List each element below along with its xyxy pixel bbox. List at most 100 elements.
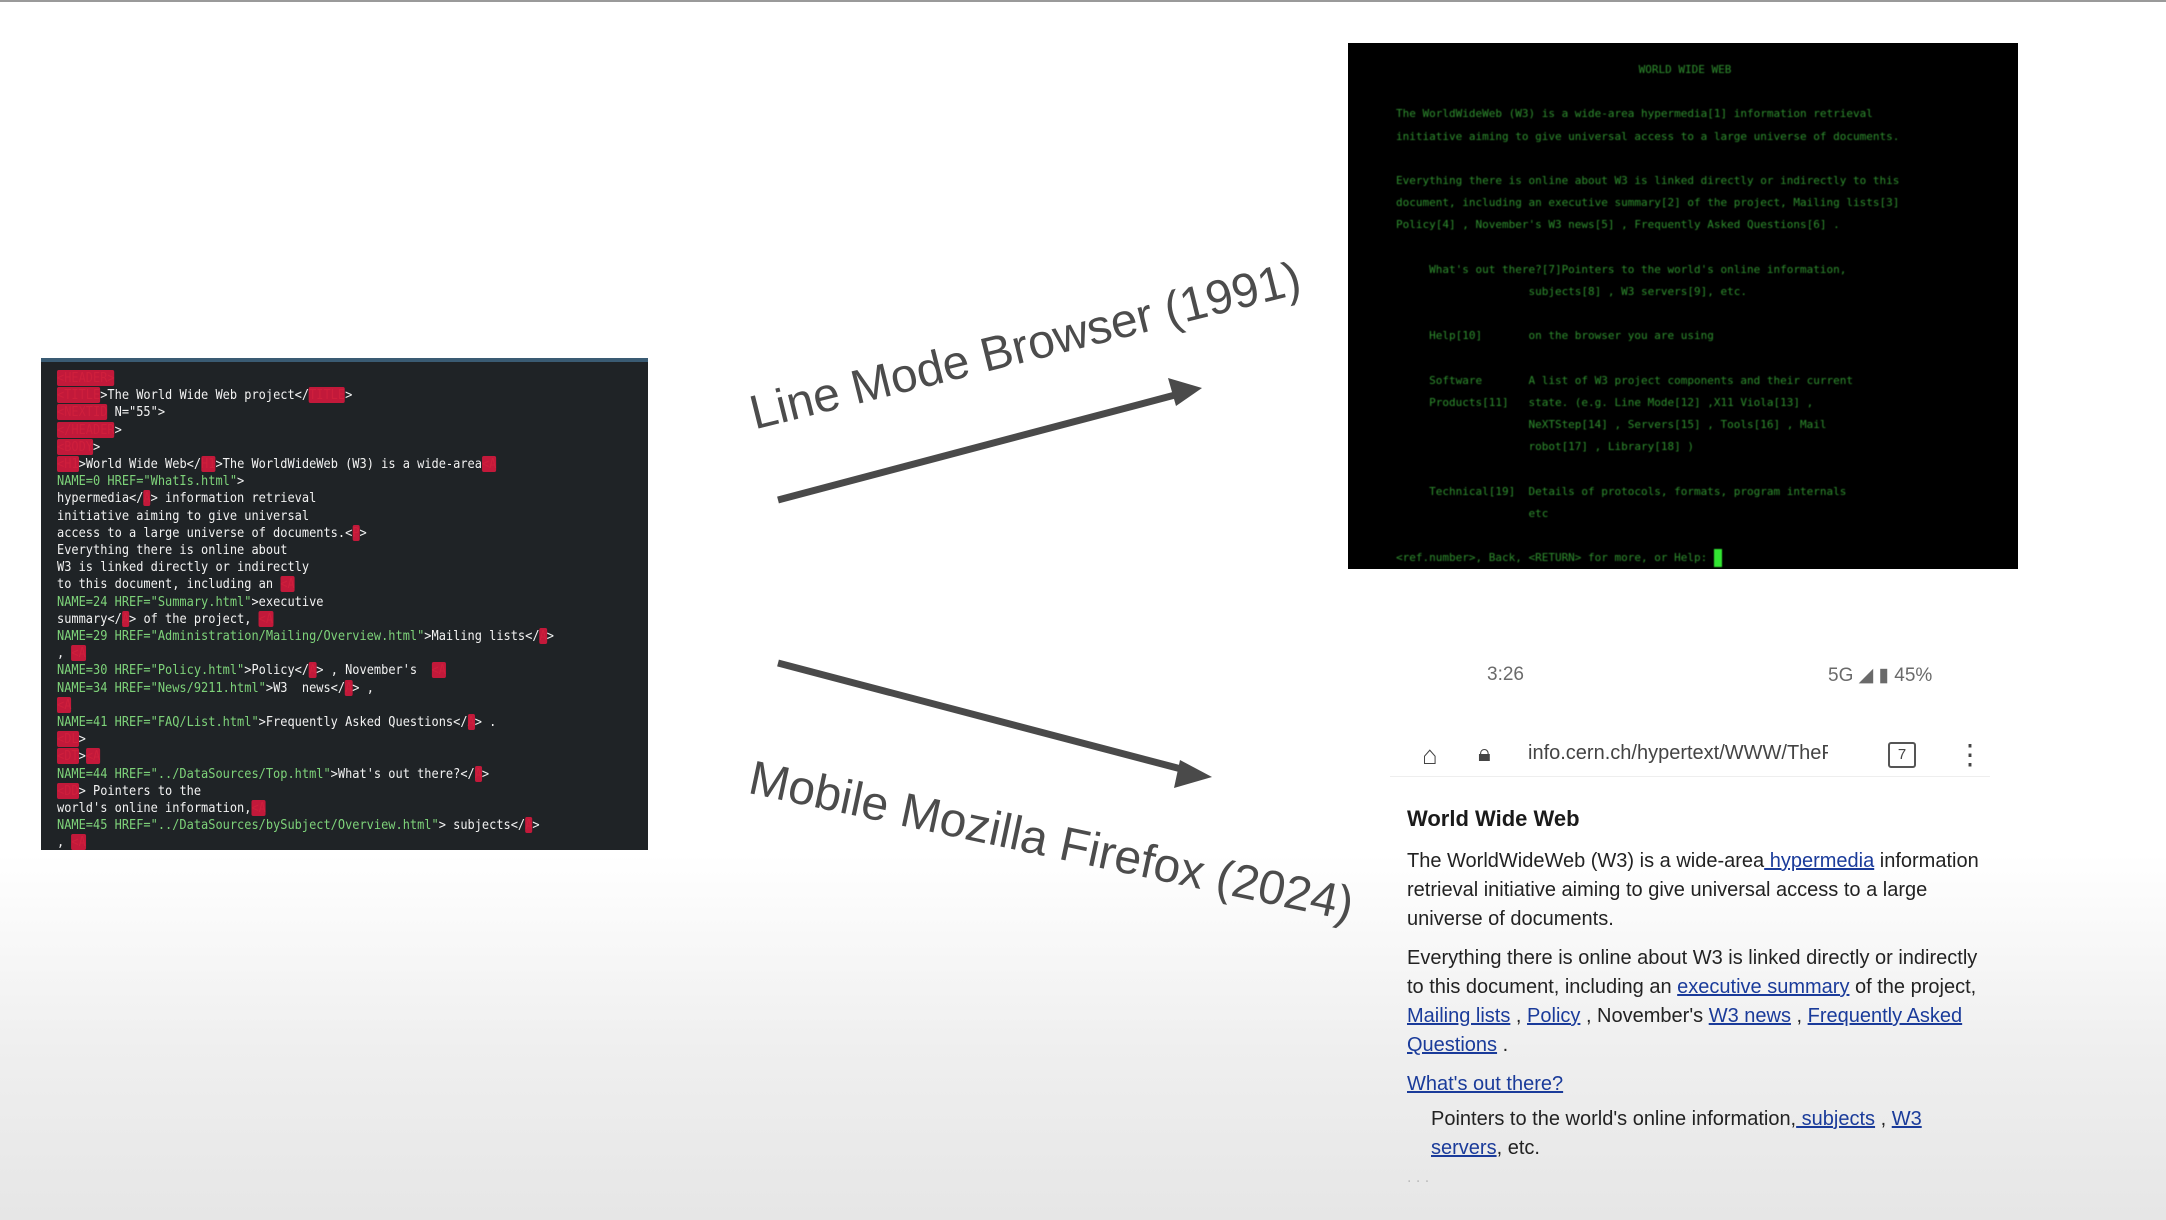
link-subjects[interactable]: subjects xyxy=(1796,1108,1876,1130)
source-code-line: <DL> xyxy=(57,731,563,748)
attr-token: NAME=45 HREF="../DataSources/bySubject/O… xyxy=(57,817,439,834)
text-token: world's online information, xyxy=(57,800,252,817)
text-token: > xyxy=(546,628,554,645)
url-bar: ⌂ 🔒︎ info.cern.ch/hypertext/WWW/TheProje… xyxy=(1390,732,1990,777)
source-code-line: <TITLE>The World Wide Web project</TITLE… xyxy=(57,387,563,404)
terminal-line: initiative aiming to give universal acce… xyxy=(1396,126,1974,148)
terminal-text: initiative aiming to give universal acce… xyxy=(1396,129,1900,143)
text-token: to this document, including an xyxy=(57,576,281,593)
link-faq[interactable]: Frequently Asked Questions xyxy=(1407,1005,1963,1056)
terminal-line: document, including an executive summary… xyxy=(1396,192,1974,214)
text: . xyxy=(1497,1034,1509,1056)
paragraph-intro: The WorldWideWeb (W3) is a wide-area hyp… xyxy=(1407,847,1992,934)
tag-token: <DT xyxy=(57,748,79,765)
terminal-text: <ref.number>, Back, <RETURN> for more, o… xyxy=(1396,551,1714,565)
terminal-text: robot[17] , Library[18] ) xyxy=(1396,440,1695,454)
source-code-line: NAME=0 HREF="WhatIs.html"> xyxy=(57,473,563,490)
source-code-line: to this document, including an <A xyxy=(57,576,563,593)
attr-token: NAME=0 HREF="WhatIs.html" xyxy=(57,473,238,490)
link-whats-out-there[interactable]: What's out there? xyxy=(1407,1073,1564,1095)
tag-token: </HEADER xyxy=(57,421,115,438)
terminal-text: etc xyxy=(1396,507,1549,521)
terminal-line: Products[11] state. (e.g. Line Mode[12] … xyxy=(1396,392,1974,414)
source-code-line: NAME=24 HREF="Summary.html">executive xyxy=(57,594,563,611)
tag-token: <A xyxy=(71,834,86,850)
source-code-line: <A xyxy=(57,696,563,714)
source-code-line: <DT><A xyxy=(57,748,563,765)
url-field[interactable]: info.cern.ch/hypertext/WWW/TheProject.ht… xyxy=(1528,742,1828,764)
tag-token: A xyxy=(143,490,151,507)
text-token: > of the project, xyxy=(129,610,259,627)
terminal-line xyxy=(1396,148,1974,170)
terminal-line: etc xyxy=(1396,503,1974,525)
text: , xyxy=(1510,1005,1528,1027)
tag-token: <DL xyxy=(57,731,79,748)
terminal-line xyxy=(1396,525,1974,547)
tag-token: A xyxy=(467,714,475,731)
terminal-text xyxy=(1396,463,1403,476)
attr-token: NAME=41 HREF="FAQ/List.html" xyxy=(57,714,259,731)
text: , etc. xyxy=(1496,1137,1540,1159)
link-mailing-lists[interactable]: Mailing lists xyxy=(1407,1005,1511,1027)
link-w3-servers[interactable]: W3 servers xyxy=(1431,1108,1922,1159)
text-token: > xyxy=(114,421,122,438)
source-code-line: NAME=41 HREF="FAQ/List.html">Frequently … xyxy=(57,714,563,731)
source-code-line: NAME=34 HREF="News/9211.html">W3 news</A… xyxy=(57,679,563,697)
source-code-line: world's online information,<A xyxy=(57,800,563,817)
source-code-line: NAME=45 HREF="../DataSources/bySubject/O… xyxy=(57,817,563,834)
definition-description: Pointers to the world's online informati… xyxy=(1407,1105,1992,1163)
text-token: > . xyxy=(474,714,497,731)
text-token: access to a large universe of documents.… xyxy=(57,524,353,541)
source-code-line: Everything there is online about xyxy=(57,542,563,559)
text-token: W3 is linked directly or indirectly xyxy=(57,559,310,576)
tag-token: A xyxy=(309,662,317,679)
tag-token: A xyxy=(345,679,353,696)
text: Pointers to the world's online informati… xyxy=(1431,1108,1797,1130)
source-code-line: <HEADER> xyxy=(57,370,563,387)
tracking-protection-icon[interactable]: 🔒︎ xyxy=(1478,740,1491,767)
tag-token: <HEADER> xyxy=(57,370,115,386)
terminal-text: What's out there?[7]Pointers to the worl… xyxy=(1396,262,1847,276)
attr-token: NAME=24 HREF="Summary.html" xyxy=(57,593,252,610)
text-token: >The WorldWideWeb (W3) is a wide-area xyxy=(215,456,482,473)
tag-token: <A xyxy=(280,576,295,593)
terminal-line: Software A list of W3 project components… xyxy=(1396,370,1974,392)
terminal-line: robot[17] , Library[18] ) xyxy=(1396,436,1974,458)
source-code-line: summary</A> of the project, <A xyxy=(57,610,563,628)
terminal-line: Help[10] on the browser you are using xyxy=(1396,325,1974,347)
link-w3-news[interactable]: W3 news xyxy=(1708,1005,1791,1027)
source-code-line: <DD> Pointers to the xyxy=(57,782,563,800)
text-token: > information retrieval xyxy=(150,490,317,507)
tag-token: <A xyxy=(85,748,101,765)
terminal-text: NeXTStep[14] , Servers[15] , Tools[16] ,… xyxy=(1396,418,1827,432)
terminal-line: NeXTStep[14] , Servers[15] , Tools[16] ,… xyxy=(1396,414,1974,436)
more-vert-icon[interactable]: ⋮ xyxy=(1956,739,1984,770)
text-token: > xyxy=(359,524,367,541)
text-token: > , xyxy=(352,679,374,696)
text-token: , xyxy=(57,645,72,662)
text-token: >Frequently Asked Questions</ xyxy=(258,714,468,731)
tag-token: A xyxy=(474,765,482,782)
tag-token: <A xyxy=(258,610,274,627)
terminal-text xyxy=(1396,85,1403,98)
tag-token: <A xyxy=(251,800,266,817)
tag-token: <A xyxy=(481,456,497,473)
arrow-to-firefox xyxy=(777,659,1212,788)
link-policy[interactable]: Policy xyxy=(1527,1005,1581,1027)
home-icon[interactable]: ⌂ xyxy=(1422,740,1438,770)
tag-token: <DD xyxy=(57,782,79,799)
arrow-to-line-mode xyxy=(777,378,1202,504)
attr-token: NAME=44 HREF="../DataSources/Top.html" xyxy=(57,765,331,782)
source-code-line: NAME=44 HREF="../DataSources/Top.html">W… xyxy=(57,765,563,783)
tabs-counter-button[interactable]: 7 xyxy=(1888,742,1916,768)
link-executive-summary[interactable]: executive summary xyxy=(1677,976,1850,998)
text-token: hypermedia</ xyxy=(57,490,144,507)
mobile-firefox-screenshot: 3:26 5G ◢ ▮ 45% ⌂ 🔒︎ info.cern.ch/hypert… xyxy=(1390,650,2000,1190)
source-code-line: hypermedia</A> information retrieval xyxy=(57,490,563,507)
terminal-line xyxy=(1396,237,1974,259)
text-token: , xyxy=(57,834,72,850)
source-code-line: , <A xyxy=(57,834,563,850)
terminal-prompt[interactable]: <ref.number>, Back, <RETURN> for more, o… xyxy=(1396,547,1974,569)
link-hypermedia[interactable]: hypermedia xyxy=(1764,850,1875,872)
